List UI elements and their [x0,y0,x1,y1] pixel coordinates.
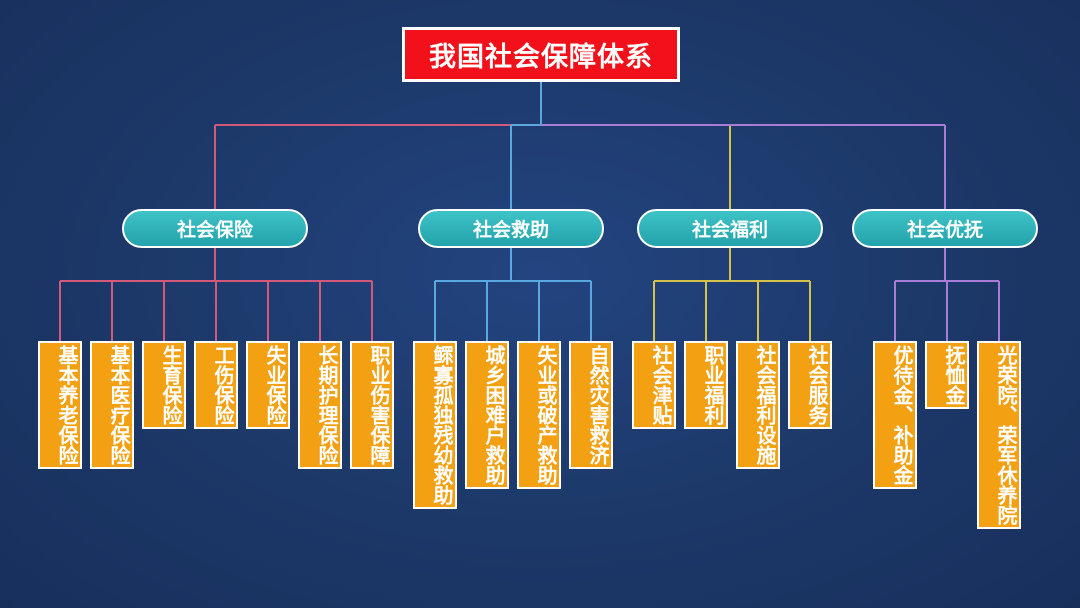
leaf-social-services: 社会服务 [788,341,832,429]
category-social-welfare: 社会福利 [637,209,823,248]
leaf-preferential-subsidy: 优待金、补助金 [873,341,917,489]
leaf-occupational-injury-protection: 职业伤害保障 [350,341,394,469]
leaf-maternity-insurance: 生育保险 [142,341,186,429]
leaf-social-allowance: 社会津贴 [632,341,676,429]
leaf-unemployment-insurance: 失业保险 [246,341,290,429]
leaf-social-welfare-facilities: 社会福利设施 [736,341,780,469]
category-social-insurance: 社会保险 [122,209,308,248]
leaf-long-term-care-insurance: 长期护理保险 [298,341,342,469]
leaf-basic-medical-insurance: 基本医疗保险 [90,341,134,469]
leaf-veterans-rest-homes: 光荣院、荣军休养院 [977,341,1021,529]
leaf-work-injury-insurance: 工伤保险 [194,341,238,429]
leaf-vulnerable-groups-assistance: 鳏寡孤独残幼救助 [413,341,457,509]
leaf-unemployment-bankruptcy-assistance: 失业或破产救助 [517,341,561,489]
category-social-assistance: 社会救助 [418,209,604,248]
leaf-urban-rural-poverty-assistance: 城乡困难户救助 [465,341,509,489]
leaf-pension-for-bereaved: 抚恤金 [925,341,969,409]
leaf-natural-disaster-relief: 自然灾害救济 [569,341,613,469]
leaf-occupational-welfare: 职业福利 [684,341,728,429]
category-social-special-care: 社会优抚 [852,209,1038,248]
root-node: 我国社会保障体系 [402,27,680,82]
leaf-basic-pension-insurance: 基本养老保险 [38,341,82,469]
